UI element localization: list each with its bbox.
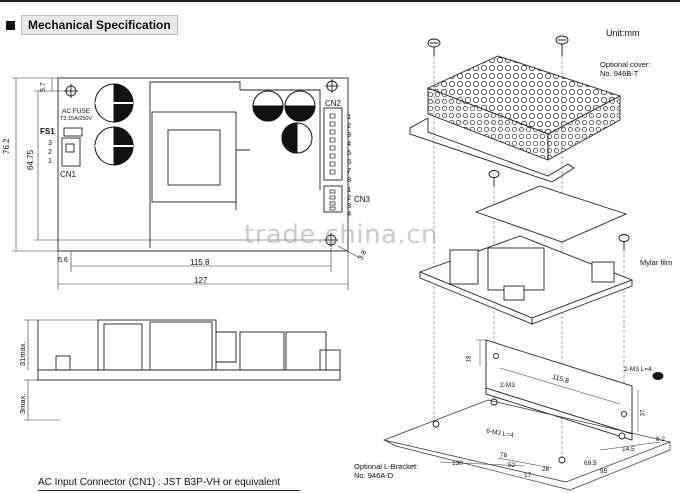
cn1-connector [61, 137, 81, 167]
side-connector [55, 355, 71, 371]
cn3-pin-3: 3 [347, 201, 352, 210]
ac-fuse-label: AC FUSE [62, 108, 91, 115]
dim-b-18: 18 [466, 355, 473, 363]
cn2-pin-4: 4 [347, 139, 352, 148]
mylar-film [474, 185, 628, 243]
dim-127: 127 [194, 276, 208, 285]
cover-label-line2: No. 946B-T [600, 69, 639, 78]
side-pcb [37, 369, 341, 381]
cn3-pin-4: 4 [347, 209, 352, 218]
screw-icon [427, 38, 441, 56]
dim-b-14-5: 14.5 [622, 446, 635, 453]
fuse [63, 127, 83, 137]
bracket-dimensions [439, 339, 661, 469]
cn1-label: CN1 [60, 170, 77, 179]
pcb-exploded [418, 235, 634, 325]
screw-icon [555, 35, 569, 56]
footer-note: AC Input Connector (CN1) : JST B3P-VH or… [38, 477, 281, 488]
cn2-pin-8: 8 [347, 175, 352, 184]
fs1-label: FS1 [40, 127, 55, 136]
dim-b-78: 78 [500, 452, 508, 459]
dim-b-2m3: 2-M3 [500, 382, 515, 389]
mylar-film-label: Mylar film [640, 258, 673, 267]
cn1-pin-2: 2 [48, 149, 52, 156]
dim-b-130: 130 [452, 460, 463, 467]
side-transformer [97, 319, 217, 371]
cn2-pin-5: 5 [347, 148, 352, 157]
cn2-pin-7: 7 [347, 166, 352, 175]
side-view-dimensions [24, 319, 98, 421]
cover-label-line1: Optional cover: [600, 60, 651, 69]
pcb-outline [57, 77, 349, 252]
transformer [151, 111, 237, 203]
cn2-pin-1: 1 [347, 112, 352, 121]
dim-31max: 31max. [18, 341, 27, 366]
cover-exploded [409, 55, 622, 183]
dim-76-2: 76.2 [2, 138, 11, 154]
screw-icon [488, 170, 500, 186]
cn3-pin-2: 2 [347, 193, 352, 202]
cover-side [547, 95, 621, 161]
base-plate [382, 399, 672, 491]
cn2-pin-3: 3 [347, 130, 352, 139]
cn3-connector [323, 185, 343, 213]
unit-label: Unit:mm [606, 28, 640, 38]
capacitors [94, 83, 316, 166]
dim-b-17: 17 [524, 472, 532, 479]
side-view [37, 319, 341, 381]
dim-b-26: 26 [542, 466, 550, 473]
dim-115-8: 115.8 [190, 258, 210, 267]
section-header: Mechanical Specification [0, 14, 178, 36]
dim-64-75: 64.75 [26, 149, 35, 170]
cn2-pin-2: 2 [347, 121, 352, 130]
dim-b-37: 37 [640, 409, 647, 417]
cn3-label: CN3 [354, 195, 371, 204]
top-view-dimensions [12, 77, 361, 290]
cn1-pin-1: 1 [48, 158, 52, 165]
header-bullet-icon [6, 20, 15, 30]
dim-b-2m3l4: 2-M3 L=4 [624, 366, 652, 373]
watermark: trade.china.cn [244, 220, 439, 250]
bracket-label-line1: Optional L-Bracket: [354, 462, 419, 471]
dim-b-6-2: 6.2 [656, 436, 666, 443]
l-bracket [432, 339, 633, 464]
header-rule [0, 0, 680, 2]
dim-5-6: 5.6 [58, 257, 68, 264]
dim-b-95: 95 [600, 468, 608, 475]
cover-flange [409, 117, 575, 183]
cn2-label: CN2 [325, 99, 342, 108]
section-title: Mechanical Specification [21, 15, 178, 35]
dim-3max: 3max. [18, 393, 27, 414]
cn2-connector [323, 107, 343, 181]
fuse-rating-label: T3.15A/250V [60, 116, 93, 122]
screw-icon [618, 234, 630, 250]
dim-b-69-5: 69.5 [584, 460, 597, 467]
bracket-label-line2: No. 946A-D [354, 471, 394, 480]
cn1-pin-3: 3 [48, 140, 52, 147]
cn3-pin-1: 1 [347, 185, 352, 194]
side-capacitor [239, 331, 285, 371]
dim-5-7: 5.7 [40, 82, 47, 92]
cn2-pin-6: 6 [347, 157, 352, 166]
dim-b-52: 52 [508, 462, 516, 469]
footer-rule [38, 490, 300, 491]
screw-icon [652, 372, 664, 380]
